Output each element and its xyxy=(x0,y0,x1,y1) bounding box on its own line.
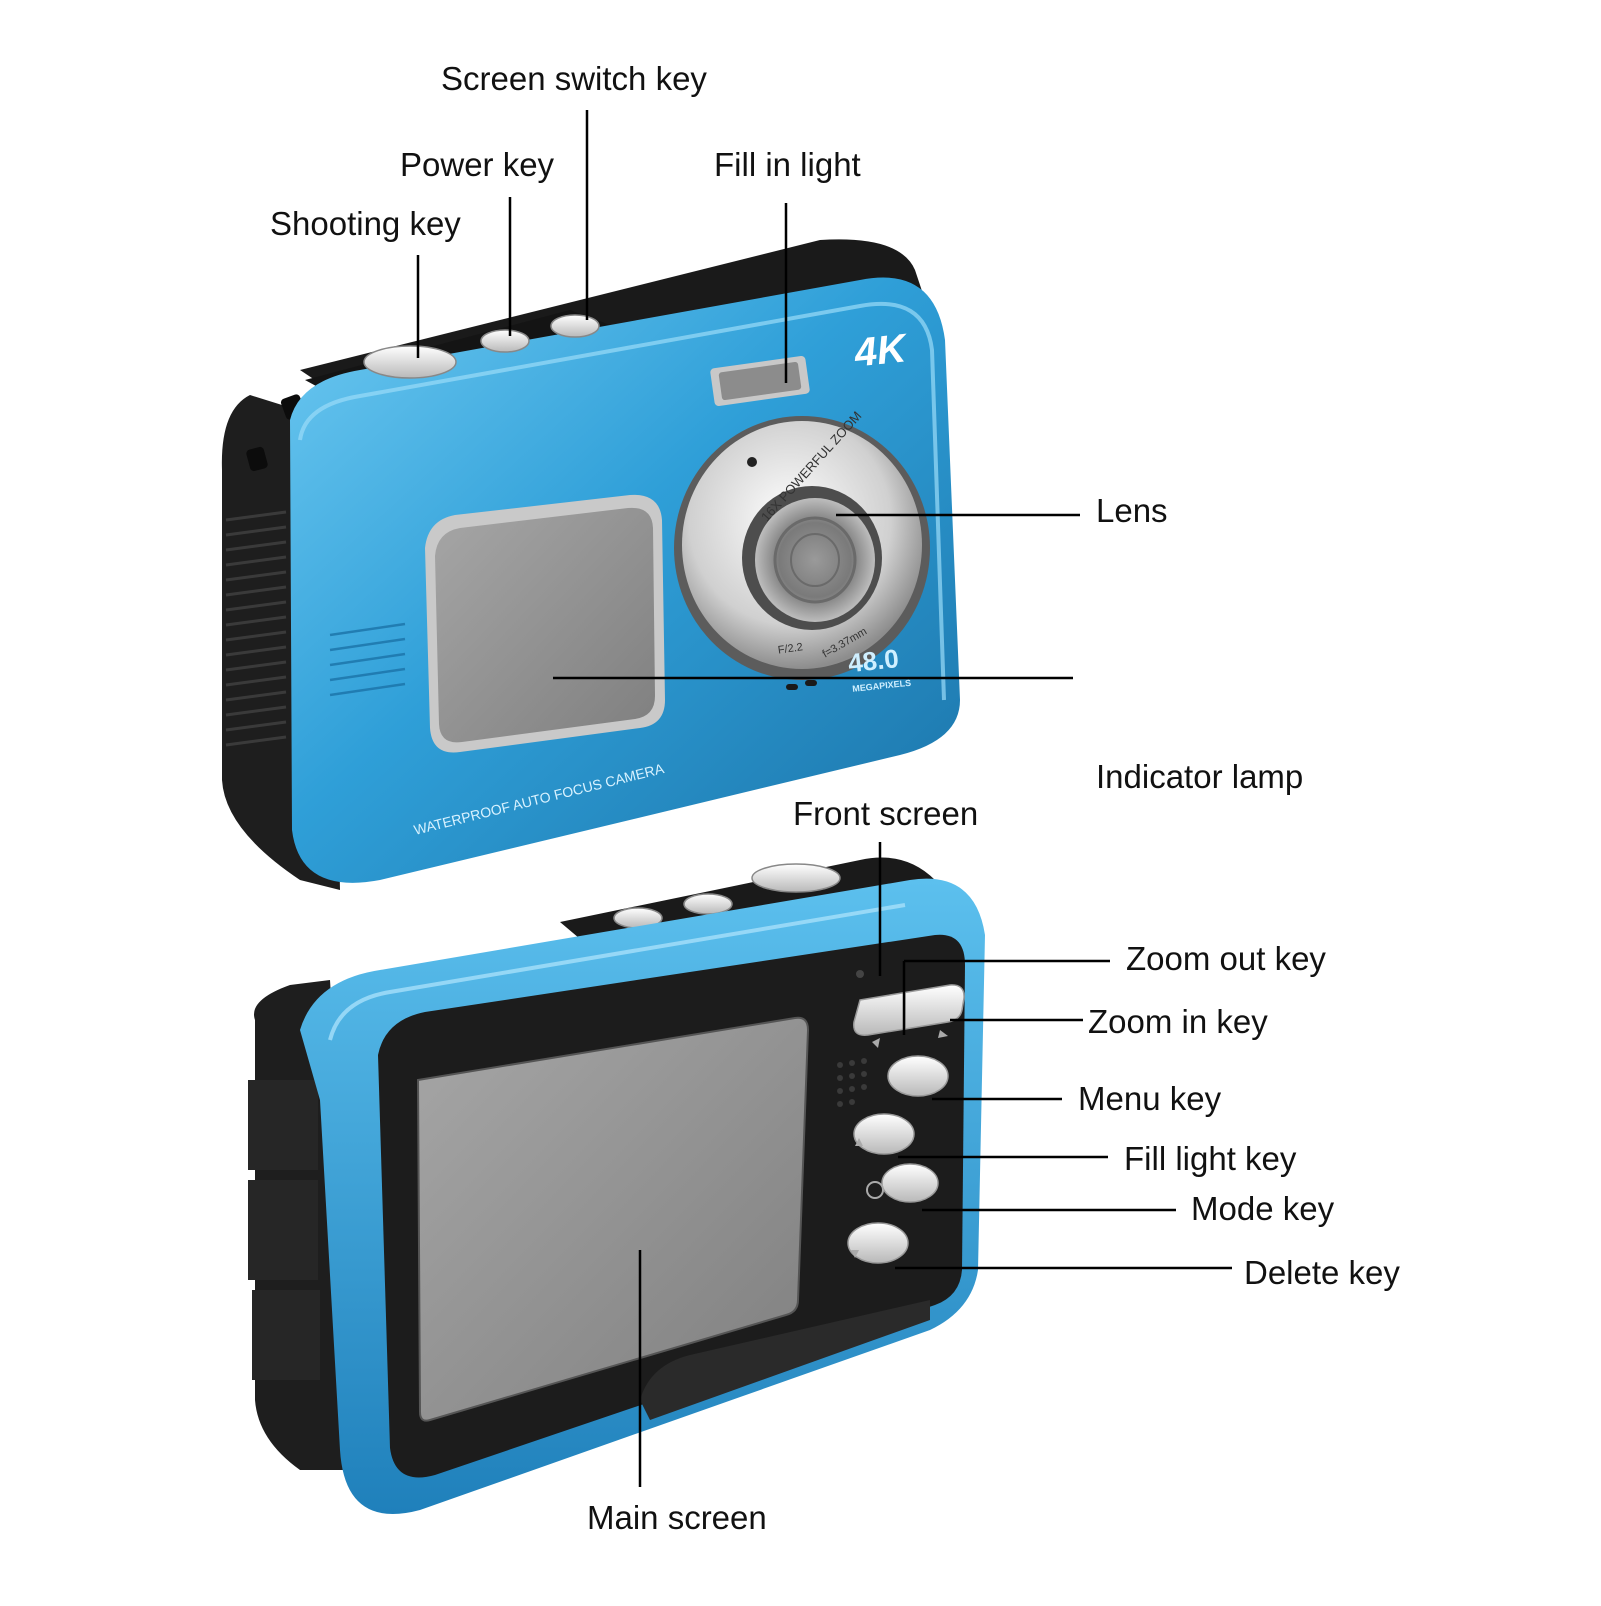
label-power-key: Power key xyxy=(400,146,555,183)
indicator-lamp xyxy=(786,684,798,690)
label-zoom-out-key: Zoom out key xyxy=(1126,940,1326,977)
camera-back-view xyxy=(248,857,985,1514)
label-fill-light-key: Fill light key xyxy=(1124,1140,1297,1177)
speaker-grille xyxy=(837,1058,867,1107)
back-indicator-lamp xyxy=(856,970,864,978)
aperture-text: F/2.2 xyxy=(777,641,804,656)
leader-lines xyxy=(416,110,1232,1487)
back-shooting-key-button xyxy=(751,863,841,893)
mode-icon xyxy=(866,1181,884,1199)
power-key-button xyxy=(480,329,530,353)
label-menu-key: Menu key xyxy=(1078,1080,1222,1117)
strap-hole xyxy=(246,446,268,472)
label-lens: Lens xyxy=(1096,492,1168,529)
label-delete-key: Delete key xyxy=(1244,1254,1400,1291)
camera-front-view: 4K 16X POWERFUL ZOOM F/2.2 f=3.37mm 48.0… xyxy=(221,239,960,890)
label-zoom-in-key: Zoom in key xyxy=(1088,1003,1268,1040)
delete-key-button xyxy=(847,1222,909,1264)
label-shooting-key: Shooting key xyxy=(270,205,461,242)
badge-4k: 4K xyxy=(851,326,911,376)
label-main-screen: Main screen xyxy=(587,1499,767,1536)
label-fill-in-light: Fill in light xyxy=(714,146,861,183)
label-screen-switch-key: Screen switch key xyxy=(441,60,707,97)
grip-ridges xyxy=(225,510,287,747)
zoom-key-button xyxy=(853,984,965,1036)
label-mode-key: Mode key xyxy=(1191,1190,1335,1227)
megapixel-value: 48.0 xyxy=(847,643,900,678)
label-front-screen: Front screen xyxy=(793,795,979,832)
screen-switch-key-button xyxy=(550,314,600,338)
mode-key-button xyxy=(881,1163,939,1203)
label-indicator-lamp: Indicator lamp xyxy=(1096,758,1304,795)
lens-assembly: 16X POWERFUL ZOOM F/2.2 f=3.37mm xyxy=(674,408,930,680)
main-screen xyxy=(416,1016,810,1422)
shooting-key-button xyxy=(363,345,457,379)
fill-light-key-button xyxy=(853,1113,915,1155)
menu-key-button xyxy=(887,1055,949,1097)
back-power-key-button xyxy=(683,893,733,915)
